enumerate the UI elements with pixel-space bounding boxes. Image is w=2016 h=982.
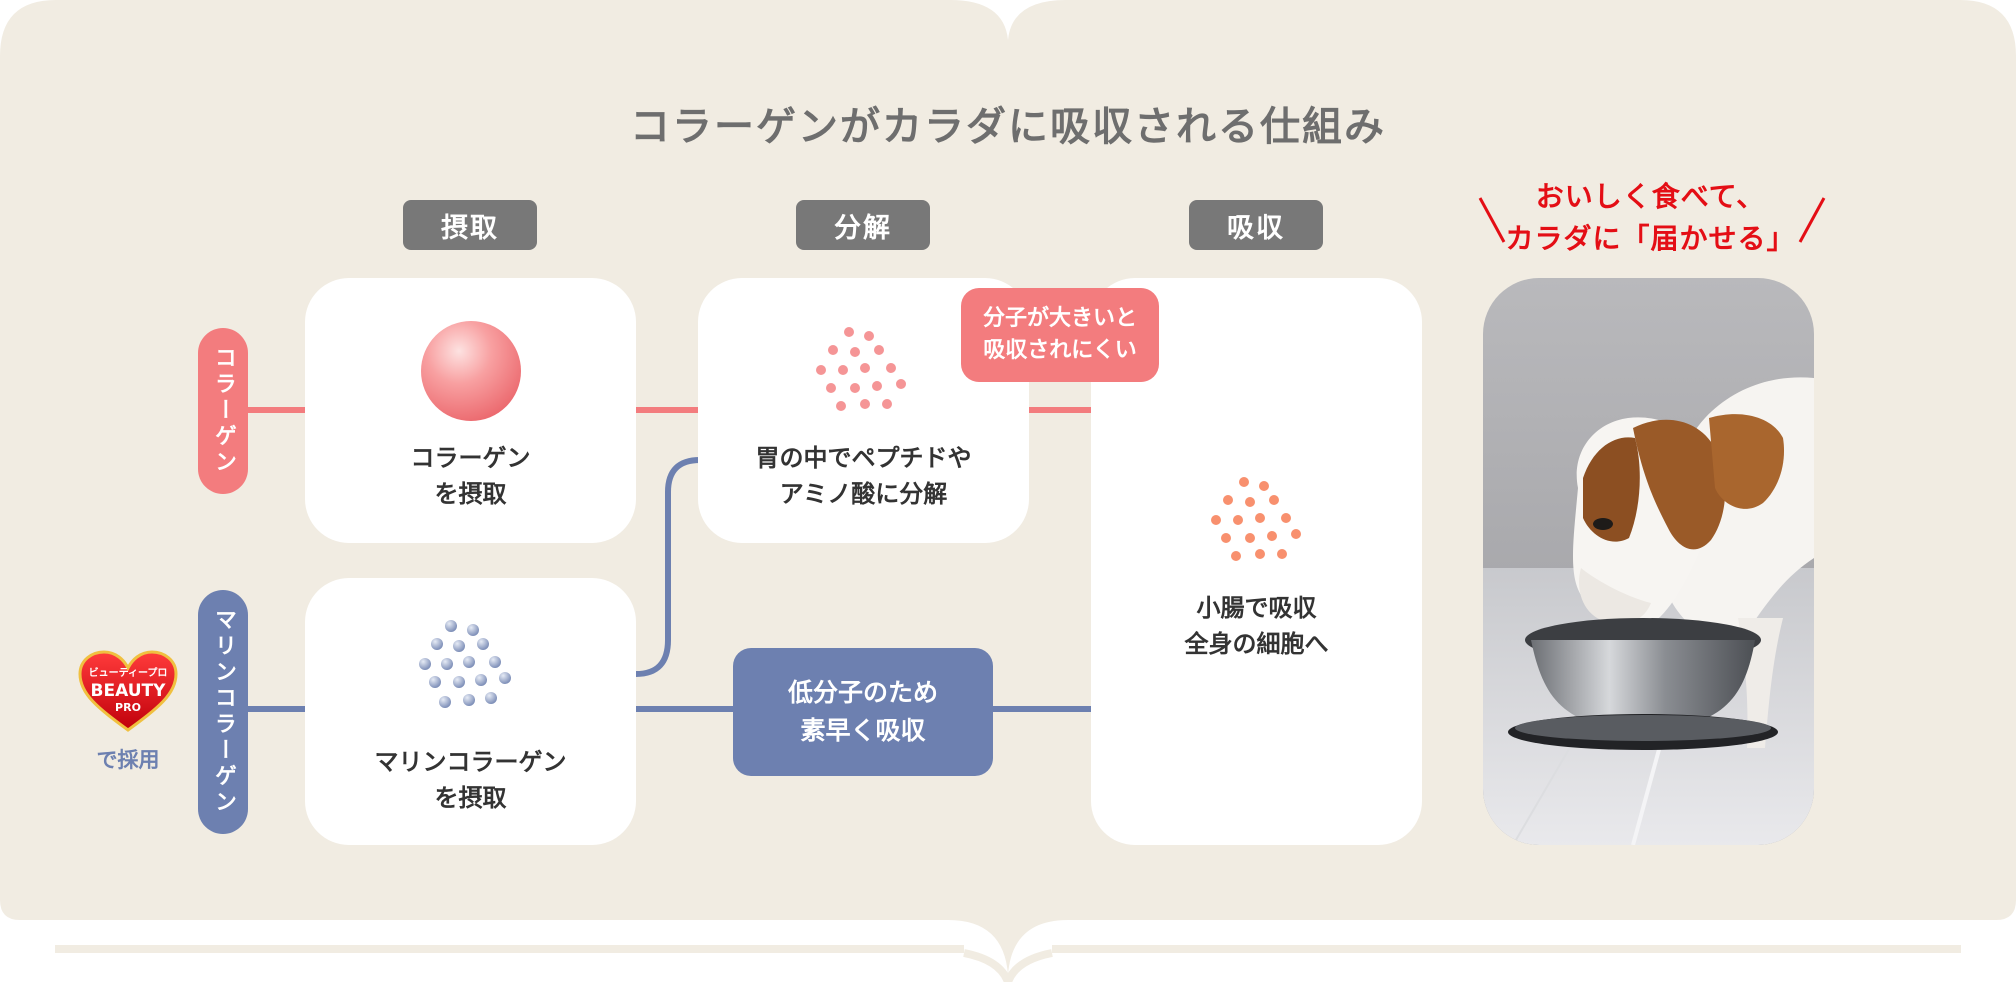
note-low-molecule: 低分子のため 素早く吸収 [733,648,993,776]
arrow-marine-to-decompose [635,457,720,677]
lane-label-collagen: コラーゲン [198,328,248,494]
logo-line2: BEAUTY [91,681,167,701]
dog-illustration [1483,278,1814,845]
logo-line3: PRO [115,701,141,714]
collagen-sphere-icon [421,321,521,421]
stage-decompose-label: 分解 [796,200,930,250]
adopted-label: で採用 [96,748,160,772]
card-collagen-intake: コラーゲン を摂取 [305,278,636,543]
stage-intake-label: 摂取 [403,200,537,250]
lane-label-marine-collagen: マリンコラーゲン [198,590,248,834]
beauty-pro-logo: ビューティープロ BEAUTY PRO [78,650,178,732]
slogan-right-slash [1798,197,1826,243]
dog-eating-photo [1483,278,1814,845]
card-marine-intake: マリンコラーゲン を摂取 [305,578,636,845]
absorbed-molecules-icon [1211,477,1301,561]
marine-intake-text: マリンコラーゲン を摂取 [374,748,567,812]
logo-line1: ビューティープロ [89,666,168,679]
note-large-molecule: 分子が大きいと 吸収されにくい [961,288,1159,382]
absorb-text: 小腸で吸収 全身の細胞へ [1184,594,1329,658]
decompose-text: 胃の中でペプチドや アミノ酸に分解 [755,444,972,508]
slogan-text: おいしく食べて、 カラダに「届かせる」 [1505,180,1796,255]
slogan-left-slash [1478,197,1506,243]
page-title: コラーゲンがカラダに吸収される仕組み [630,104,1386,150]
collagen-intake-text: コラーゲン を摂取 [410,444,531,508]
peptide-molecules-icon [816,327,906,411]
stage-absorb-label: 吸収 [1189,200,1323,250]
marine-molecules-icon [419,620,511,708]
